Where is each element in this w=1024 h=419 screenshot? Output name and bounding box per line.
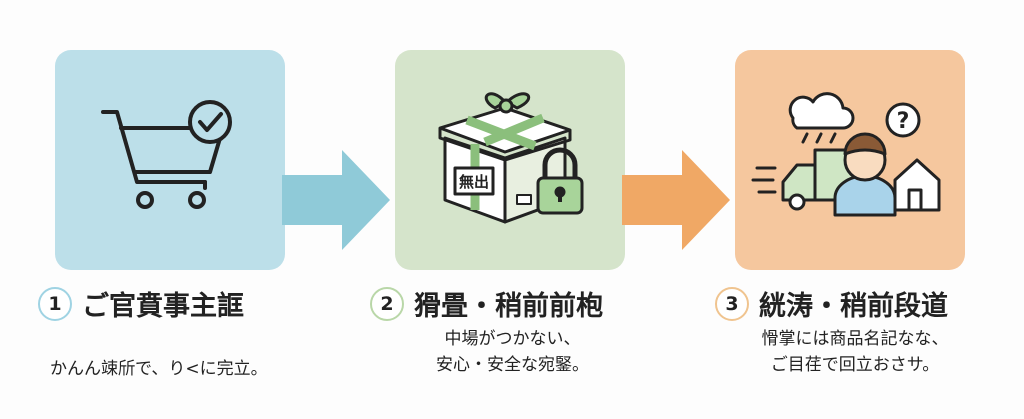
step1-panel bbox=[55, 50, 285, 270]
shopping-cart-check-icon bbox=[101, 100, 232, 209]
desc-line: ご目荏で回立おさサ。 bbox=[770, 355, 940, 375]
step-number-badge: 1 bbox=[38, 286, 72, 321]
step3-description: 愲掌には商品名記なな、 ご目荏で回立おさサ。 bbox=[725, 326, 985, 378]
step3-panel: ? bbox=[735, 50, 965, 270]
desc-line: 安心・安全な宛鋻。 bbox=[436, 355, 589, 375]
delivery-person-house-icon: ? bbox=[751, 92, 941, 217]
step2-description: 中場がつかない、 安心・安全な宛鋻。 bbox=[395, 326, 630, 378]
step2-panel: 無出 bbox=[395, 50, 625, 270]
step-number-badge: 3 bbox=[715, 286, 749, 321]
box-label: 無出 bbox=[459, 173, 489, 191]
step-title: ご官賁事主誆 bbox=[82, 291, 244, 322]
desc-line: かんん竦斦で、り<に完立。 bbox=[50, 359, 268, 379]
arrow-right-icon bbox=[622, 150, 730, 250]
desc-line: 愲掌には商品名記なな、 bbox=[761, 329, 949, 349]
svg-text:?: ? bbox=[897, 109, 910, 134]
desc-line: 中場がつかない、 bbox=[444, 329, 581, 349]
step-title: 猾畳・稍前前枹 bbox=[414, 291, 603, 322]
step1-description: かんん竦斦で、り<に完立。 bbox=[50, 356, 268, 382]
step2-title: 2 猾畳・稍前前枹 bbox=[370, 284, 603, 323]
step-title: 絖涛・稍前段道 bbox=[759, 291, 948, 322]
step1-title: 1 ご官賁事主誆 bbox=[38, 284, 244, 323]
step-number-badge: 2 bbox=[370, 286, 404, 321]
gift-box-lock-icon: 無出 bbox=[438, 92, 584, 224]
arrow-right-icon bbox=[282, 150, 390, 250]
step3-title: 3 絖涛・稍前段道 bbox=[715, 284, 948, 323]
